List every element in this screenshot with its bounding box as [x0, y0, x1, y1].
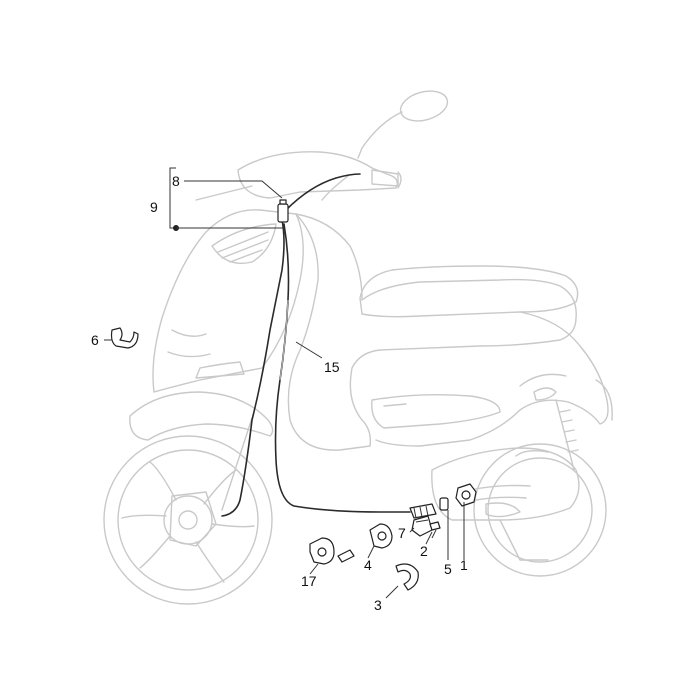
mirror-outline	[399, 90, 449, 122]
callout-3: 3	[374, 597, 382, 613]
cable-end-assembly	[409, 483, 477, 519]
front-tire-outline	[103, 435, 273, 605]
part-3-rubber-ring	[395, 563, 419, 591]
callout-4: 4	[364, 557, 372, 573]
callout-15: 15	[324, 359, 340, 375]
part-5-washer	[439, 497, 449, 511]
part-8-cable-fitting	[277, 199, 289, 223]
cable-upper-run	[221, 219, 285, 517]
rear-shock-outline	[555, 399, 575, 471]
brake-disc-outline	[169, 491, 217, 547]
speedometer-cable	[221, 173, 411, 517]
cable-threaded-end	[409, 503, 437, 519]
leader-lines	[104, 339, 465, 599]
seat-outline	[359, 265, 579, 318]
grip-outline	[371, 169, 399, 187]
front-shield-outline	[152, 209, 304, 393]
handlebar-cover-outline	[237, 151, 399, 199]
part-4-clamp	[369, 523, 393, 549]
headlight-grille-outline	[211, 223, 277, 264]
callout-1: 1	[460, 557, 468, 573]
cable-lower-run	[274, 223, 411, 513]
part-7-clip	[411, 515, 433, 537]
engine-outline	[431, 447, 580, 521]
bracket-screw	[337, 549, 355, 563]
floorboard-outline	[371, 393, 501, 429]
rear-body-outline	[375, 311, 609, 447]
group-bracket-9	[169, 167, 284, 231]
callout-5: 5	[444, 561, 452, 577]
callout-6: 6	[91, 332, 99, 348]
part-2-screw	[429, 521, 441, 539]
body-outline	[287, 213, 577, 451]
callout-7: 7	[398, 525, 406, 541]
front-fender-outline	[129, 391, 274, 441]
front-spokes-outline	[121, 461, 255, 583]
callout-17: 17	[301, 573, 317, 589]
callout-labels: 8 9 6 15 7 2 4 5 1 17 3	[91, 173, 468, 613]
callout-9: 9	[150, 199, 158, 215]
scooter-outline	[103, 90, 613, 605]
part-6-bracket	[110, 327, 139, 349]
callout-2: 2	[420, 543, 428, 559]
rear-tire-outline	[473, 443, 607, 577]
part-17-bracket	[309, 537, 355, 565]
left-lever-outline	[195, 185, 253, 201]
tail-light-outline	[533, 387, 557, 401]
cable-top-run	[285, 173, 361, 211]
mirror-stem-outline	[357, 111, 403, 159]
callout-8: 8	[172, 173, 180, 189]
